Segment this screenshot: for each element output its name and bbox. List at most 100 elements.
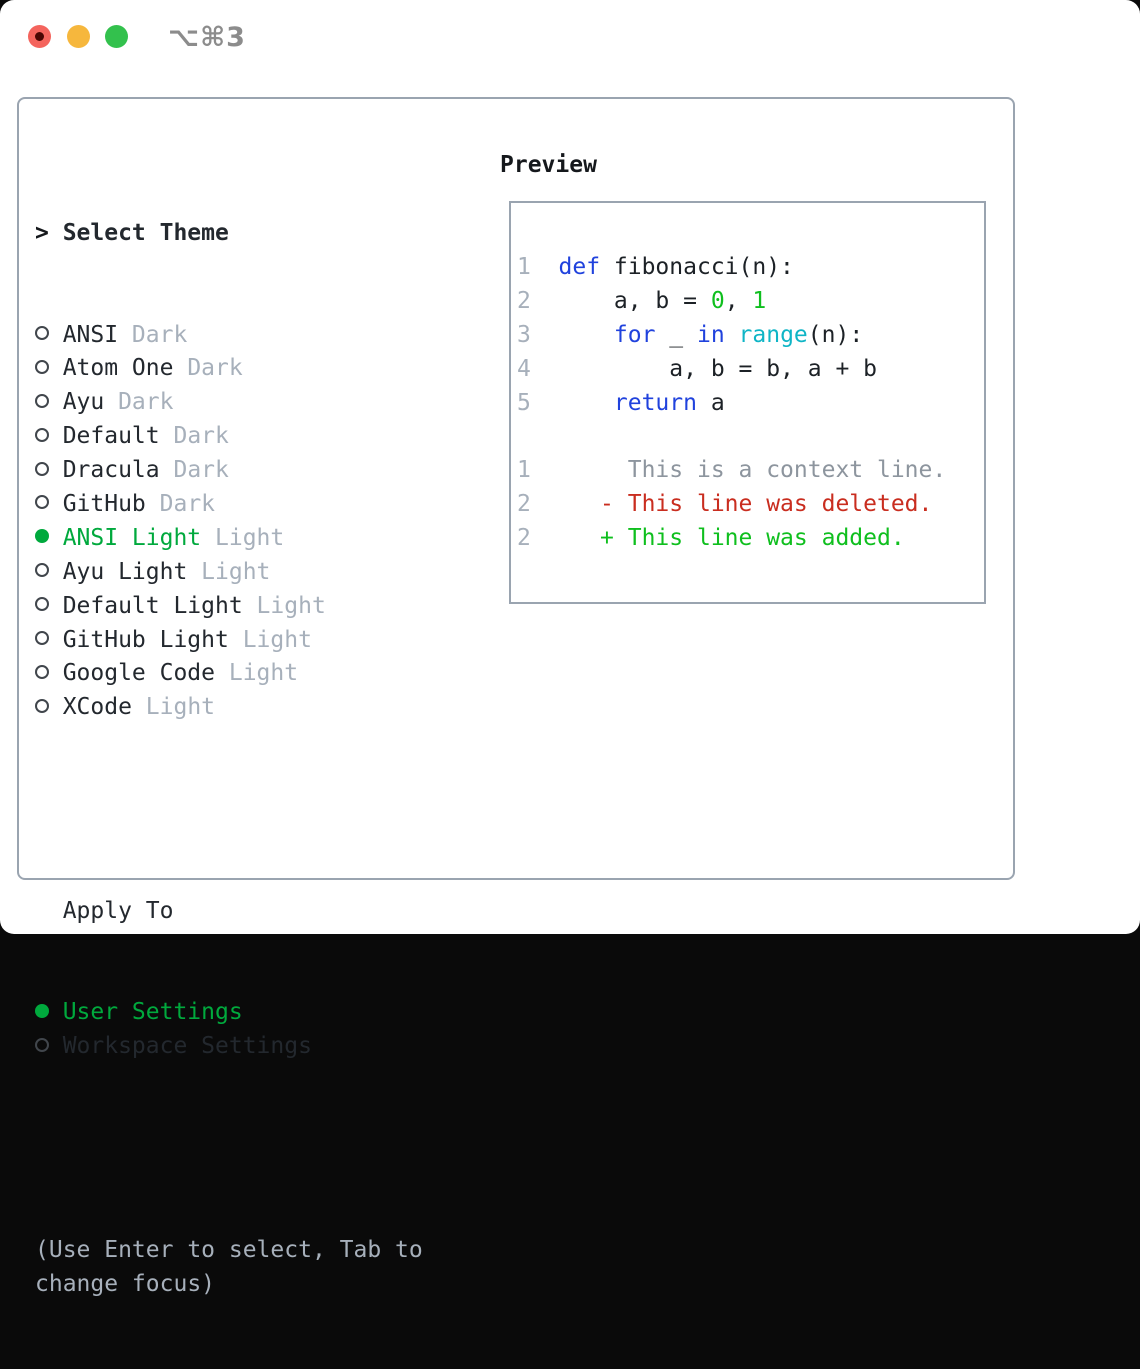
theme-variant-label: Light	[131, 694, 216, 721]
preview-header: Preview	[500, 152, 597, 178]
theme-option-xcode[interactable]: XCode Light	[35, 691, 423, 725]
preview-line: 2 - This line was deleted.	[517, 488, 946, 522]
theme-option-label: Ayu	[62, 389, 105, 416]
maximize-button[interactable]	[105, 25, 128, 48]
theme-option-google-code[interactable]: Google Code Light	[35, 657, 423, 691]
code-segment: return	[613, 389, 697, 416]
apply-option-user-settings[interactable]: User Settings	[35, 996, 423, 1030]
line-number: 2	[517, 525, 531, 552]
radio-unselected-icon	[35, 495, 49, 510]
apply-option-workspace-settings[interactable]: Workspace Settings	[35, 1030, 423, 1064]
theme-option-label: ANSI	[62, 321, 119, 348]
radio-unselected-icon	[35, 597, 49, 612]
code-segment	[725, 322, 739, 348]
code-segment: in	[696, 321, 725, 348]
code-segment: range	[738, 321, 808, 348]
preview-line: 1 This is a context line.	[517, 454, 946, 488]
preview-line: 4 a, b = b, a + b	[517, 353, 946, 387]
preview-line: 2 + This line was added.	[517, 522, 946, 556]
theme-option-ayu-light[interactable]: Ayu Light Light	[35, 556, 423, 590]
code-segment: a, b =	[558, 287, 711, 314]
line-number: 2	[517, 287, 531, 314]
code-segment	[559, 390, 614, 416]
code-segment: def	[558, 254, 601, 280]
code-segment: ,	[724, 287, 753, 314]
theme-option-dracula[interactable]: Dracula Dark	[35, 454, 423, 488]
apply-option-label: User Settings	[62, 999, 243, 1026]
radio-selected-icon	[35, 1003, 49, 1018]
line-number: 2	[517, 491, 531, 518]
close-button[interactable]	[28, 25, 51, 48]
theme-variant-label: Dark	[145, 490, 216, 517]
selection-arrow-icon: >	[35, 219, 49, 246]
help-text-line: (Use Enter to select, Tab to	[35, 1236, 423, 1263]
theme-option-label: Google Code	[62, 660, 216, 687]
code-segment: This is a context line.	[558, 457, 947, 484]
theme-variant-label: Dark	[159, 423, 229, 450]
radio-unselected-icon	[35, 563, 49, 578]
theme-option-label: Ayu Light	[62, 558, 188, 585]
code-segment: + This line was added.	[558, 525, 905, 552]
theme-variant-label: Dark	[173, 355, 243, 382]
theme-option-label: ANSI Light	[62, 524, 202, 551]
line-number: 1	[517, 254, 531, 280]
theme-variant-label: Light	[228, 626, 312, 653]
theme-option-label: Default	[62, 423, 160, 450]
help-text-line: change focus)	[35, 1270, 216, 1297]
apply-to-header-label: Apply To	[62, 897, 174, 924]
radio-unselected-icon	[35, 359, 49, 374]
theme-option-label: Dracula	[62, 457, 160, 484]
theme-option-ayu[interactable]: Ayu Dark	[35, 386, 423, 420]
radio-unselected-icon	[35, 393, 49, 408]
code-segment: (n):	[807, 321, 864, 348]
line-number: 1	[517, 457, 531, 484]
theme-option-default-light[interactable]: Default Light Light	[35, 590, 423, 624]
theme-option-ansi[interactable]: ANSI Dark	[35, 319, 423, 353]
theme-option-github-light[interactable]: GitHub Light Light	[35, 624, 423, 658]
line-number: 3	[517, 321, 531, 348]
code-segment: for	[613, 321, 656, 348]
theme-option-default[interactable]: Default Dark	[35, 420, 423, 454]
code-segment: 0	[710, 287, 725, 314]
theme-variant-label: Dark	[104, 389, 174, 416]
line-number: 5	[517, 389, 531, 416]
apply-option-label: Workspace Settings	[62, 1033, 312, 1060]
radio-unselected-icon	[35, 461, 49, 476]
preview-line: 2 a, b = 0, 1	[517, 285, 946, 319]
code-segment	[559, 322, 614, 348]
theme-variant-label: Dark	[118, 321, 188, 348]
select-theme-header-label: Select Theme	[62, 219, 229, 246]
theme-option-label: GitHub	[62, 490, 146, 517]
minimize-button[interactable]	[67, 25, 90, 48]
preview-line: 3 for _ in range(n):	[517, 319, 946, 353]
theme-option-label: XCode	[62, 694, 132, 721]
preview-line	[517, 420, 946, 454]
radio-unselected-icon	[35, 427, 49, 442]
help-text: (Use Enter to select, Tab to change focus…	[35, 1234, 423, 1302]
spacer-row	[35, 793, 423, 827]
theme-option-label: GitHub Light	[62, 626, 229, 653]
theme-variant-label: Light	[242, 592, 326, 619]
code-segment: 1	[752, 287, 767, 314]
theme-option-ansi-light[interactable]: ANSI Light Light	[35, 522, 423, 556]
theme-variant-label: Light	[215, 660, 299, 687]
radio-unselected-icon	[35, 1037, 49, 1052]
apply-to-header: Apply To	[35, 895, 423, 929]
preview-line: 5 return a	[517, 387, 946, 421]
line-number: 4	[517, 355, 531, 382]
code-segment: _	[655, 321, 697, 348]
theme-variant-label: Light	[187, 558, 271, 585]
titlebar: ⌥⌘3	[0, 0, 1140, 75]
code-segment: a	[696, 389, 725, 416]
theme-option-github[interactable]: GitHub Dark	[35, 488, 423, 522]
theme-option-atom-one[interactable]: Atom One Dark	[35, 352, 423, 386]
window-title-shortcut: ⌥⌘3	[168, 22, 246, 53]
radio-unselected-icon	[35, 631, 49, 646]
code-segment: a, b = b, a + b	[558, 355, 877, 382]
